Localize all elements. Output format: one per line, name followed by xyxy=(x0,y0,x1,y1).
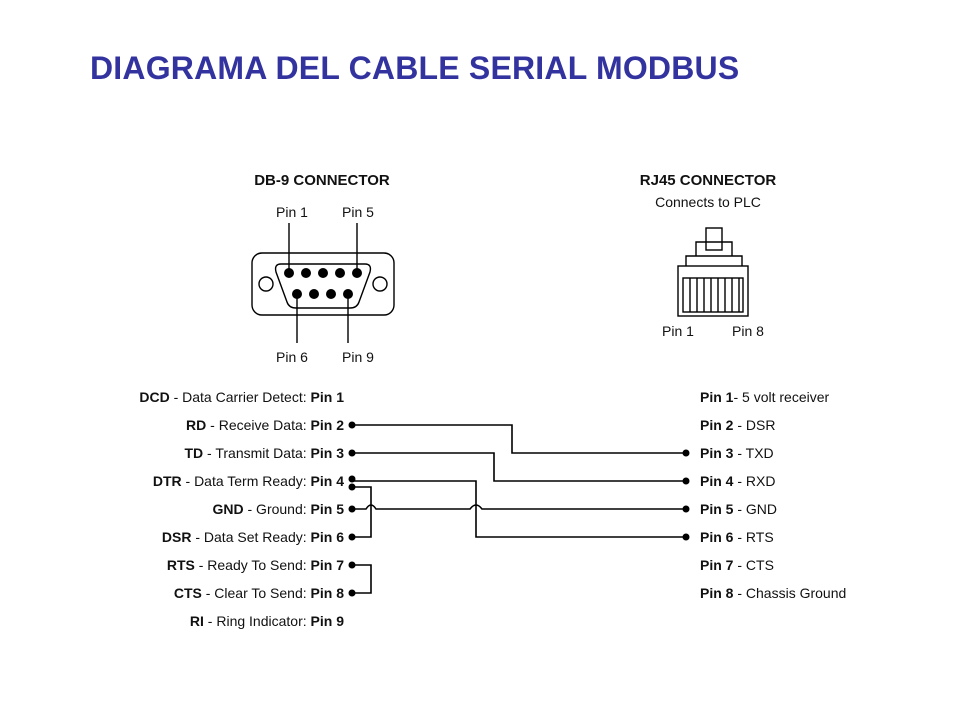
db9-signal-row: CTS - Clear To Send: Pin 8 xyxy=(174,585,344,601)
terminal-dot xyxy=(348,449,356,457)
db9-signal-row: RD - Receive Data: Pin 2 xyxy=(186,417,344,433)
db9-pin-dot xyxy=(301,268,311,278)
db9-signal-row: DTR - Data Term Ready: Pin 4 xyxy=(153,473,344,489)
rj45-header: RJ45 CONNECTOR xyxy=(640,172,777,189)
terminal-dot xyxy=(682,533,690,541)
db9-pin-dot xyxy=(326,289,336,299)
wire-db9-pin2-rj45-pin3 xyxy=(352,424,686,454)
terminal-dot xyxy=(348,561,356,569)
db9-mount-hole-right xyxy=(372,276,388,292)
rj45-signal-row: Pin 6 - RTS xyxy=(700,529,774,545)
db9-pin6-label: Pin 6 xyxy=(276,349,308,365)
db9-signal-row: GND - Ground: Pin 5 xyxy=(212,501,344,517)
rj45-pin8-label: Pin 8 xyxy=(732,323,764,339)
wire-db9-pin3-rj45-pin4 xyxy=(352,452,686,482)
db9-signal-row: RI - Ring Indicator: Pin 9 xyxy=(190,613,344,629)
rj45-body xyxy=(677,265,749,317)
rj45-connector-drawing xyxy=(677,227,749,317)
wire-db9-pin4-rj45-pin6 xyxy=(352,480,686,538)
rj45-signal-row: Pin 7 - CTS xyxy=(700,557,774,573)
db9-shell xyxy=(251,252,395,316)
terminal-dot xyxy=(348,533,356,541)
rj45-signal-row: Pin 5 - GND xyxy=(700,501,777,517)
db9-signal-row: DCD - Data Carrier Detect: Pin 1 xyxy=(139,389,344,405)
terminal-dot xyxy=(682,449,690,457)
db9-pin5-label: Pin 5 xyxy=(342,204,374,220)
wire-db9-pin7-pin8-loop xyxy=(352,564,372,594)
rj45-pin1-label: Pin 1 xyxy=(662,323,694,339)
slide-title: DIAGRAMA DEL CABLE SERIAL MODBUS xyxy=(90,50,740,86)
wire-db9-pin5-rj45-pin5 xyxy=(352,504,686,510)
terminal-dot xyxy=(348,483,356,491)
rj45-latch-base xyxy=(695,241,733,256)
rj45-subheader: Connects to PLC xyxy=(655,194,761,210)
db9-signal-row: TD - Transmit Data: Pin 3 xyxy=(185,445,345,461)
db9-pin1-label: Pin 1 xyxy=(276,204,308,220)
rj45-latch xyxy=(705,227,723,251)
db9-signal-row: DSR - Data Set Ready: Pin 6 xyxy=(162,529,344,545)
terminal-dot xyxy=(348,421,356,429)
rj45-signal-row: Pin 2 - DSR xyxy=(700,417,775,433)
wiring xyxy=(352,424,686,594)
db9-d-shape xyxy=(274,263,372,309)
rj45-contacts xyxy=(689,278,740,312)
db9-mount-hole-left xyxy=(258,276,274,292)
rj45-signal-row: Pin 4 - RXD xyxy=(700,473,775,489)
rj45-signal-row: Pin 1- 5 volt receiver xyxy=(700,389,830,405)
db9-signal-list: DCD - Data Carrier Detect: Pin 1 RD - Re… xyxy=(139,389,344,629)
terminal-dots xyxy=(348,421,690,597)
rj45-contact-area xyxy=(682,277,744,313)
db9-pin-dot xyxy=(309,289,319,299)
rj45-signal-row: Pin 3 - TXD xyxy=(700,445,774,461)
db9-pin9-label: Pin 9 xyxy=(342,349,374,365)
terminal-dot xyxy=(348,505,356,513)
db9-pin-dot xyxy=(318,268,328,278)
rj45-top-step xyxy=(685,255,743,266)
db9-signal-row: RTS - Ready To Send: Pin 7 xyxy=(167,557,344,573)
terminal-dot xyxy=(682,505,690,513)
db9-connector-drawing xyxy=(251,223,395,343)
rj45-signal-list: Pin 1- 5 volt receiver Pin 2 - DSR Pin 3… xyxy=(700,389,846,601)
wire-db9-pin4-pin6-loop xyxy=(352,486,372,538)
db9-header: DB-9 CONNECTOR xyxy=(254,172,390,189)
terminal-dot xyxy=(348,589,356,597)
rj45-signal-row: Pin 8 - Chassis Ground xyxy=(700,585,846,601)
terminal-dot xyxy=(348,475,356,483)
db9-pin-dot xyxy=(335,268,345,278)
terminal-dot xyxy=(682,477,690,485)
